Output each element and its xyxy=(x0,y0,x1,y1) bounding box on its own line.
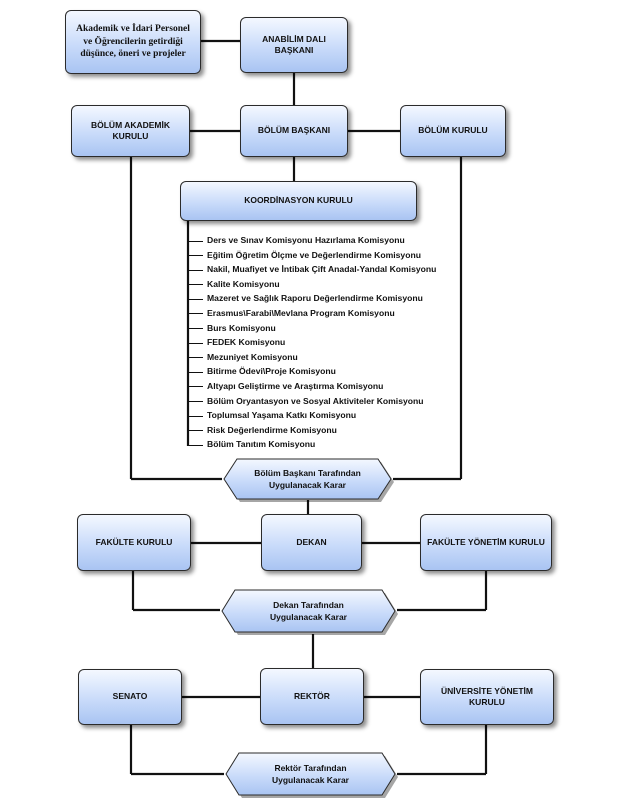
committee-item: FEDEK Komisyonu xyxy=(188,335,478,350)
dekan-label: DEKAN xyxy=(296,536,327,547)
committee-item: Bitirme Ödevi\Proje Komisyonu xyxy=(188,364,478,379)
committee-item: Ders ve Sınav Komisyonu Hazırlama Komisy… xyxy=(188,233,478,248)
committee-item: Nakil, Muafiyet ve İntibak Çift Anadal-Y… xyxy=(188,262,478,277)
hexagon-shape xyxy=(223,458,394,502)
universite-yonetim-kurulu-box: ÜNİVERSİTE YÖNETİM KURULU xyxy=(420,669,554,725)
bolum-baskani-box: BÖLÜM BAŞKANI xyxy=(240,105,348,157)
committee-item: Mezuniyet Komisyonu xyxy=(188,350,478,365)
anabilim-dali-baskani-box: ANABİLİM DALI BAŞKANI xyxy=(240,17,348,73)
committee-item: Toplumsal Yaşama Katkı Komisyonu xyxy=(188,408,478,423)
top-note-box: Akademik ve İdari Personel ve Öğrenciler… xyxy=(65,10,201,74)
committee-item: Risk Değerlendirme Komisyonu xyxy=(188,423,478,438)
committee-item: Erasmus\Farabi\Mevlana Program Komisyonu xyxy=(188,306,478,321)
top-note-text: Akademik ve İdari Personel ve Öğrenciler… xyxy=(76,23,190,60)
koordinasyon-kurulu-box: KOORDİNASYON KURULU xyxy=(180,181,417,221)
committee-item: Bölüm Oryantasyon ve Sosyal Aktiviteler … xyxy=(188,394,478,409)
dekan-box: DEKAN xyxy=(261,514,362,571)
bolum-kurulu-box: BÖLÜM KURULU xyxy=(400,105,506,157)
committee-item: Mazeret ve Sağlık Raporu Değerlendirme K… xyxy=(188,291,478,306)
dekan-karar-hexagon: Dekan Tarafından Uygulanacak Karar xyxy=(220,588,398,635)
rektor-karar-line2: Uygulanacak Karar xyxy=(271,775,349,785)
anabilim-dali-baskani-label: ANABİLİM DALI BAŞKANI xyxy=(262,33,326,55)
bolum-akademik-kurulu-label: BÖLÜM AKADEMİK KURULU xyxy=(90,119,170,141)
committee-list: Ders ve Sınav Komisyonu Hazırlama Komisy… xyxy=(188,233,478,452)
senato-box: SENATO xyxy=(78,669,182,725)
bolum-karar-line1: Bölüm Başkanı Tarafından xyxy=(254,467,361,478)
fakulte-kurulu-box: FAKÜLTE KURULU xyxy=(77,514,191,571)
rektor-karar-hexagon: Rektör Tarafından Uygulanacak Karar xyxy=(224,751,398,798)
committee-item: Bölüm Tanıtım Komisyonu xyxy=(188,437,478,452)
bolum-kurulu-label: BÖLÜM KURULU xyxy=(418,125,488,136)
hexagon-shape xyxy=(221,589,398,635)
bolum-baskani-label: BÖLÜM BAŞKANI xyxy=(257,125,331,136)
koordinasyon-kurulu-label: KOORDİNASYON KURULU xyxy=(244,195,353,206)
hexagon-shape xyxy=(225,752,398,798)
senato-label: SENATO xyxy=(112,691,148,702)
dekan-karar-line2: Uygulanacak Karar xyxy=(269,612,347,622)
bolum-akademik-kurulu-box: BÖLÜM AKADEMİK KURULU xyxy=(71,105,190,157)
fakulte-yonetim-kurulu-label: FAKÜLTE YÖNETİM KURULU xyxy=(427,536,545,547)
dekan-karar-line1: Dekan Tarafından xyxy=(273,599,344,610)
bolum-karar-line2: Uygulanacak Karar xyxy=(268,480,346,490)
rektor-box: REKTÖR xyxy=(260,668,364,725)
bolum-karar-hexagon: Bölüm Başkanı Tarafından Uygulanacak Kar… xyxy=(222,457,394,502)
fakulte-yonetim-kurulu-box: FAKÜLTE YÖNETİM KURULU xyxy=(420,514,552,571)
committee-item: Eğitim Öğretim Ölçme ve Değerlendirme Ko… xyxy=(188,248,478,263)
committee-item: Altyapı Geliştirme ve Araştırma Komisyon… xyxy=(188,379,478,394)
rektor-karar-line1: Rektör Tarafından xyxy=(274,762,347,773)
universite-yonetim-kurulu-label: ÜNİVERSİTE YÖNETİM KURULU xyxy=(441,685,533,707)
committee-item: Burs Komisyonu xyxy=(188,321,478,336)
committee-item: Kalite Komisyonu xyxy=(188,277,478,292)
rektor-label: REKTÖR xyxy=(294,690,330,701)
fakulte-kurulu-label: FAKÜLTE KURULU xyxy=(95,536,173,547)
